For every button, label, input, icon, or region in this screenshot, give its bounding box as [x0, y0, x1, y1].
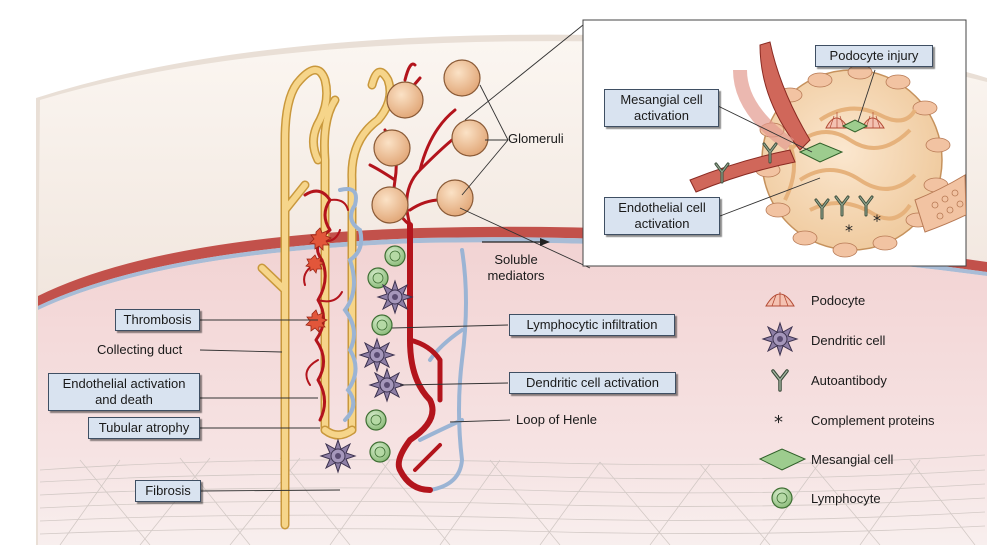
- endothelial-activation-line-1: Endothelial activation: [62, 376, 186, 391]
- legend-mesangial-cell-label: Mesangial cell: [811, 452, 894, 467]
- legend-complement-label: Complement proteins: [811, 413, 935, 428]
- thrombosis-box: Thrombosis: [115, 309, 200, 331]
- soluble-mediators-arrow: [482, 238, 550, 246]
- mesangial-activation-line-1: Mesangial cell: [620, 92, 703, 107]
- endothelial-activation-line-2: and death: [95, 392, 153, 407]
- legend-autoantibody-label: Autoantibody: [811, 373, 887, 388]
- lymphocytic-infiltration-box: Lymphocytic infiltration: [509, 314, 675, 336]
- svg-text:*: *: [845, 221, 853, 240]
- legend-dendritic-cell-label: Dendritic cell: [811, 333, 886, 348]
- complement-icon: *: [774, 412, 783, 433]
- legend-icons: *: [758, 292, 807, 509]
- veins: [338, 187, 468, 492]
- mesangial-cell-top: [841, 119, 869, 133]
- mesangial-cell-icon: [758, 448, 807, 471]
- podocyte-icon: [765, 292, 795, 307]
- podocyte-injury-box: Podocyte injury: [815, 45, 933, 67]
- tubular-atrophy-box: Tubular atrophy: [88, 417, 200, 439]
- endothelial-cell-activation-line-1: Endothelial cell: [618, 200, 706, 215]
- tubules: [257, 65, 395, 530]
- inset-tubule: [914, 174, 966, 233]
- autoantibody-icon: [771, 369, 789, 392]
- mesangial-activation-line-2: activation: [634, 108, 689, 123]
- soluble-mediators-line-1: Soluble: [494, 252, 538, 267]
- endothelial-cell-activation-box: Endothelial cell activation: [604, 197, 720, 235]
- collecting-duct-label: Collecting duct: [97, 342, 183, 357]
- thrombosis-marks: [305, 227, 332, 333]
- mesangial-cell-activation-box: Mesangial cell activation: [604, 89, 719, 127]
- dendritic-cell-icon: [762, 322, 798, 356]
- endothelial-cell-activation-line-2: activation: [634, 216, 690, 231]
- glomeruli-label: Glomeruli: [508, 131, 564, 146]
- soluble-mediators-label: Soluble mediators: [478, 252, 554, 284]
- fibrosis-texture: [39, 454, 986, 545]
- arteries: [303, 62, 457, 493]
- legend-podocyte-label: Podocyte: [811, 293, 866, 308]
- endothelial-activation-box: Endothelial activation and death: [48, 373, 200, 411]
- dendritic-cell-activation-box: Dendritic cell activation: [509, 372, 676, 394]
- svg-text:*: *: [873, 211, 881, 230]
- leader-lines: [199, 24, 591, 492]
- soluble-mediators-line-2: mediators: [487, 268, 545, 283]
- glomeruli: [371, 59, 489, 224]
- fibrosis-box: Fibrosis: [135, 480, 201, 502]
- mesangial-cell-center: [798, 142, 844, 163]
- afferent-arteriole: [759, 41, 811, 151]
- lymphocyte-icon: [771, 487, 793, 509]
- loop-of-henle-label: Loop of Henle: [516, 412, 597, 427]
- legend-lymphocyte-label: Lymphocyte: [811, 491, 881, 506]
